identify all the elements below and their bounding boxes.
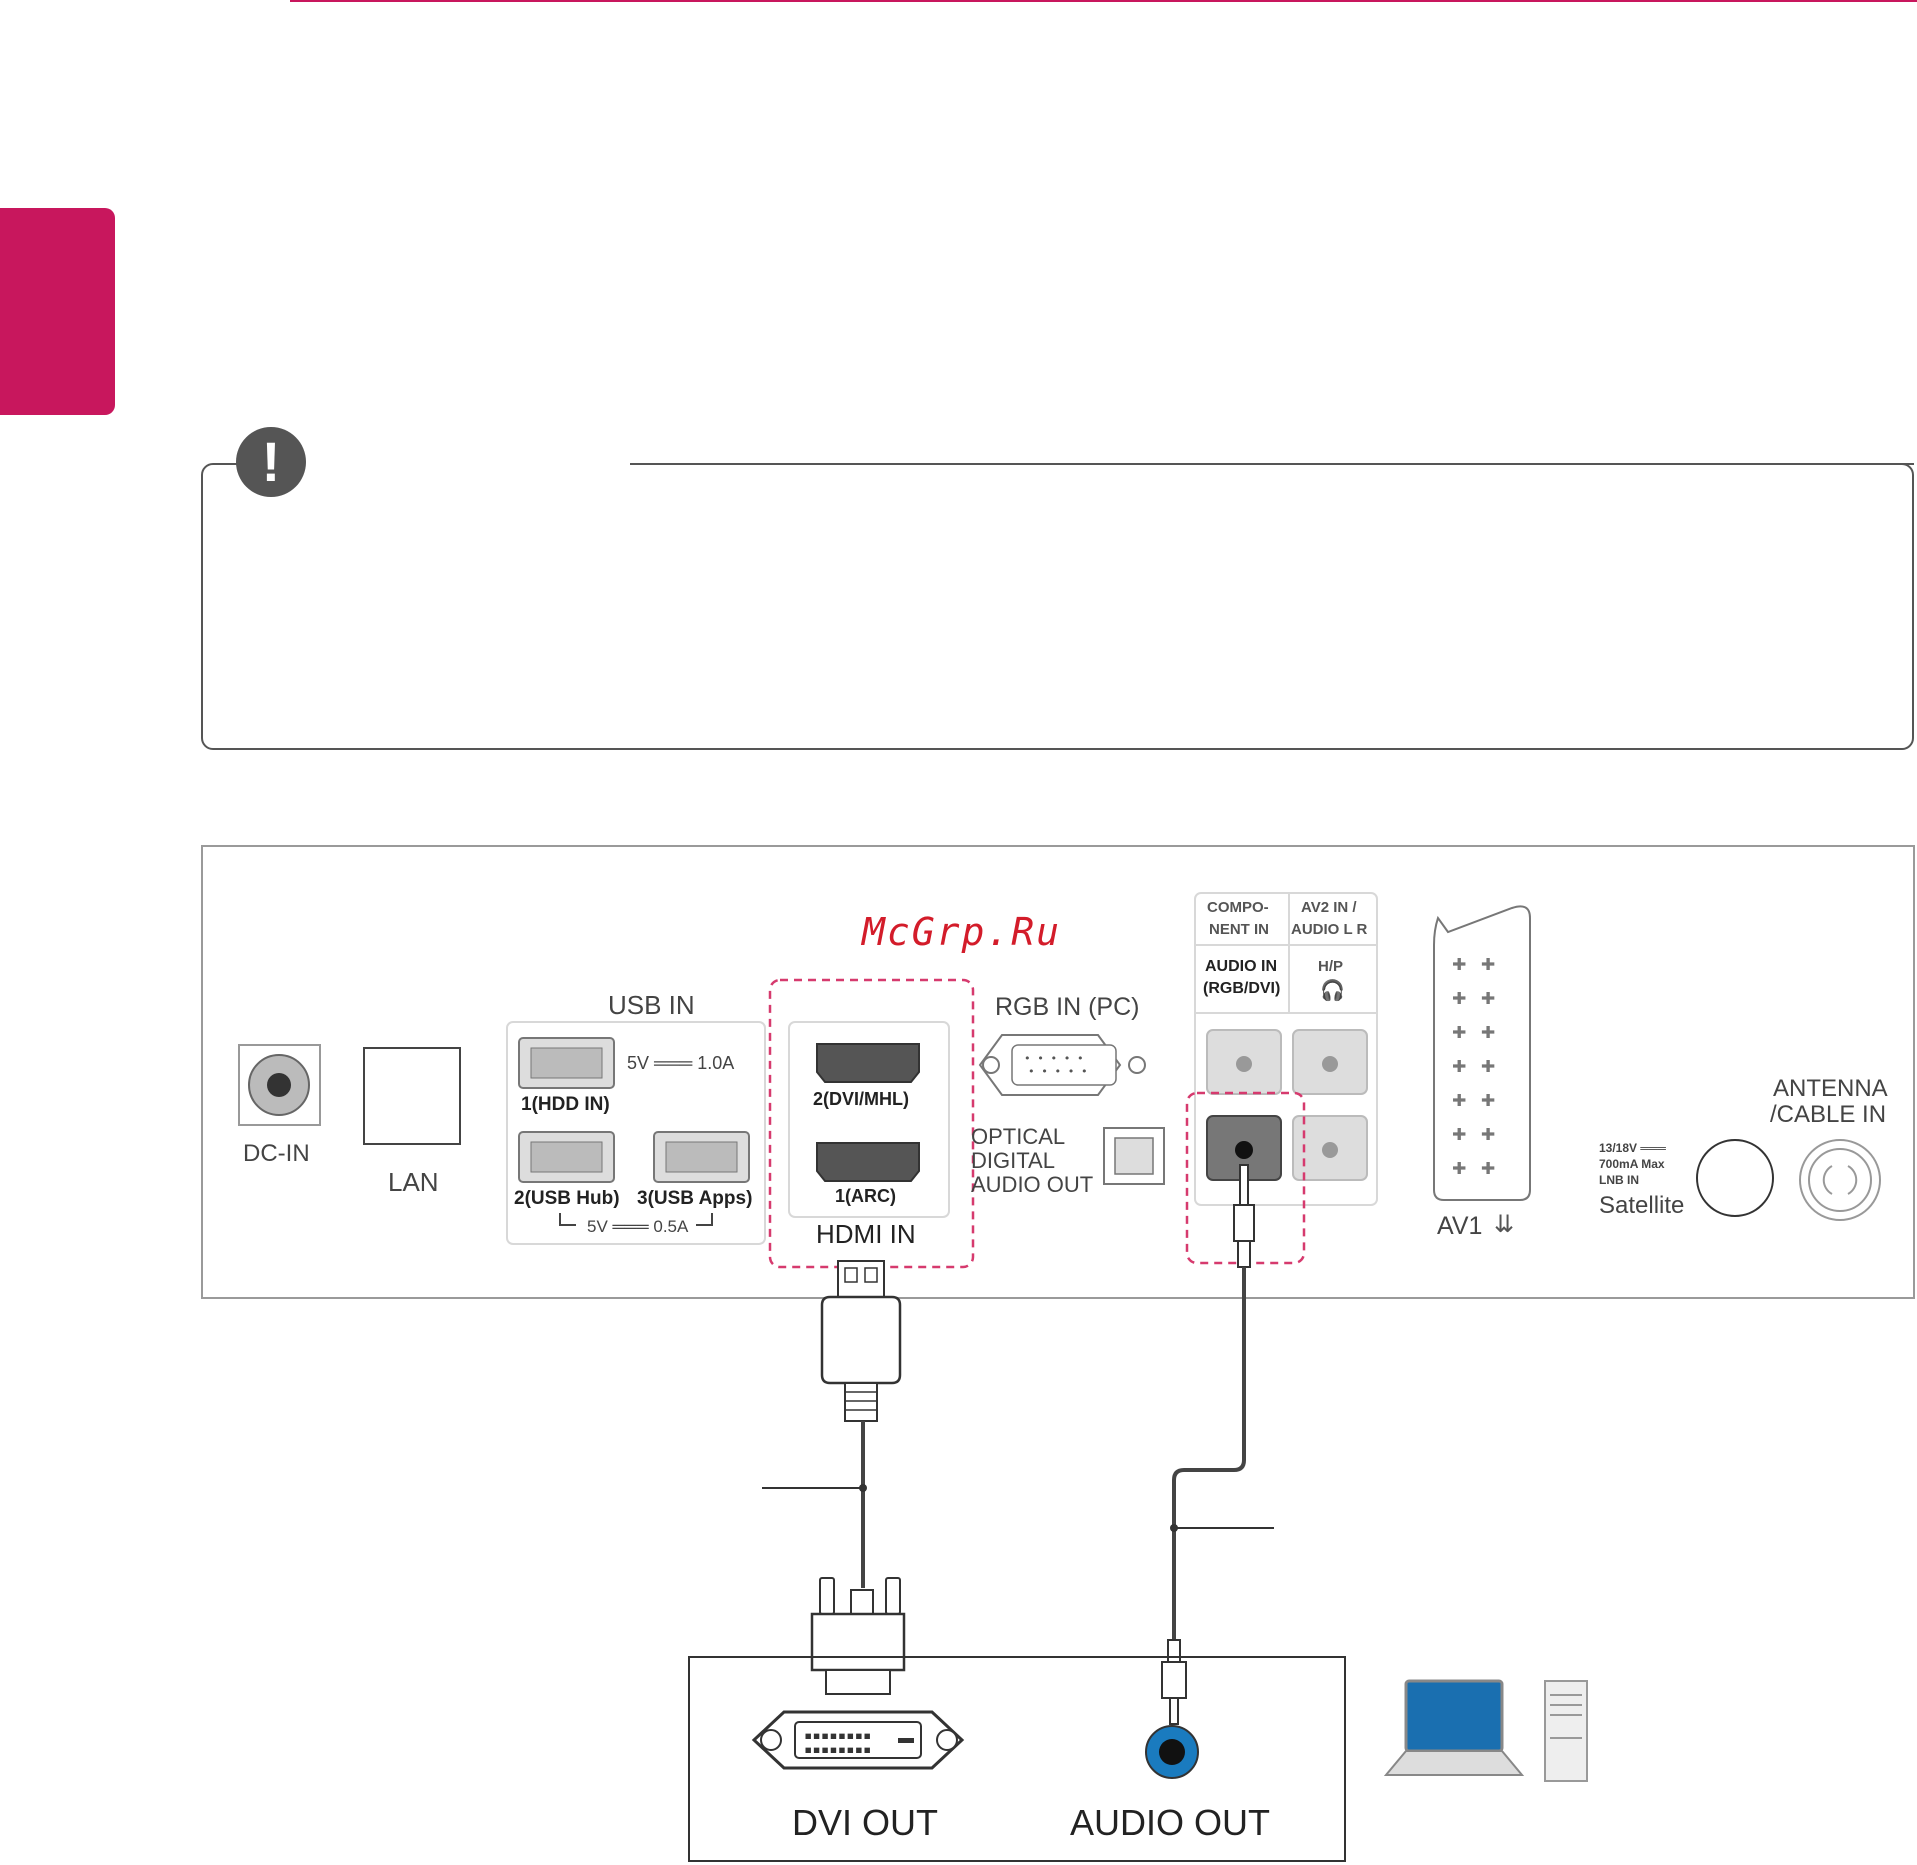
antenna-port <box>1799 1139 1881 1221</box>
usb-1-label: 1(HDD IN) <box>521 1094 610 1115</box>
svg-text:✚ ✚: ✚ ✚ <box>1452 1084 1495 1112</box>
svg-text:✚ ✚: ✚ ✚ <box>1452 982 1495 1010</box>
usb-power-label-2: 5V ═══ 0.5A <box>587 1217 689 1236</box>
dc-in-port <box>238 1044 321 1126</box>
antenna-label-1: ANTENNA <box>1773 1075 1888 1102</box>
scart-port: ✚ ✚ ✚ ✚ ✚ ✚ ✚ ✚ ✚ ✚ ✚ ✚ ✚ ✚ <box>1433 905 1531 1201</box>
av1-label: AV1 <box>1437 1212 1483 1240</box>
av2-label-1: AV2 IN / <box>1301 899 1357 916</box>
svg-text:✚ ✚: ✚ ✚ <box>1452 948 1495 976</box>
audio-in-label-1: AUDIO IN <box>1205 958 1277 975</box>
dvi-out-label: DVI OUT <box>792 1802 939 1843</box>
rgb-in-port: • • • • • • • • • • <box>978 1034 1146 1096</box>
hdmi-in-label: HDMI IN <box>816 1219 916 1249</box>
pc-output-panel <box>688 1656 1346 1862</box>
audio-out-jack <box>1145 1725 1199 1779</box>
hp-label: H/P <box>1318 958 1344 975</box>
hdmi-ports <box>768 978 975 1269</box>
lan-label: LAN <box>388 1167 439 1197</box>
svg-text:▪▪▪▪▪▪▪▪: ▪▪▪▪▪▪▪▪ <box>804 1728 871 1744</box>
hdmi-1-label: 1(ARC) <box>835 1186 896 1206</box>
usb-ports <box>506 1021 766 1245</box>
satellite-port <box>1696 1139 1774 1217</box>
audio-in-label-2: (RGB/DVI) <box>1203 980 1281 997</box>
svg-text:✚ ✚: ✚ ✚ <box>1452 1152 1495 1180</box>
usb-in-label: USB IN <box>608 990 695 1020</box>
lan-port <box>363 1047 461 1145</box>
av2-label-2: AUDIO L R <box>1291 921 1368 938</box>
svg-text:▪▪▪▪▪▪▪▪: ▪▪▪▪▪▪▪▪ <box>804 1742 871 1758</box>
dc-in-label: DC-IN <box>243 1140 310 1167</box>
watermark: McGrp.Ru <box>862 910 1062 954</box>
headphones-icon: 🎧 <box>1320 980 1345 1002</box>
dvi-out-socket: ▪▪▪▪▪▪▪▪ ▪▪▪▪▪▪▪▪ <box>751 1710 965 1770</box>
top-rule <box>290 0 1917 2</box>
usb-power-label: 5V ═══ 1.0A <box>627 1053 735 1073</box>
optical-label-1: OPTICAL <box>971 1124 1066 1149</box>
lnb-label-3: LNB IN <box>1599 1173 1639 1187</box>
antenna-label-2: /CABLE IN <box>1770 1101 1887 1128</box>
scart-symbol-icon: ⇊ <box>1494 1211 1515 1238</box>
component-label-2: NENT IN <box>1209 921 1269 938</box>
component-label-1: COMPO- <box>1207 899 1269 916</box>
warning-icon: ! <box>236 427 306 497</box>
desktop-tower-icon <box>1544 1680 1588 1782</box>
hdmi-2-label: 2(DVI/MHL) <box>813 1089 909 1109</box>
audio-cable <box>1161 1164 1274 1725</box>
satellite-label: Satellite <box>1599 1192 1685 1219</box>
laptop-icon <box>1383 1679 1525 1776</box>
lnb-label-2: 700mA Max <box>1599 1157 1665 1171</box>
audio-out-label: AUDIO OUT <box>1070 1802 1271 1843</box>
av-jack-block <box>1185 892 1378 1265</box>
optical-label-2: DIGITAL <box>971 1148 1055 1173</box>
optical-port <box>1103 1127 1165 1185</box>
hdmi-to-dvi-cable <box>762 1260 906 1695</box>
svg-text:✚ ✚: ✚ ✚ <box>1452 1050 1495 1078</box>
svg-text:✚ ✚: ✚ ✚ <box>1452 1118 1495 1146</box>
svg-text:• • • • •: • • • • • <box>1024 1052 1084 1065</box>
optical-label-3: AUDIO OUT <box>971 1172 1094 1197</box>
tv-rear-panel <box>201 845 1915 1299</box>
rgb-in-label: RGB IN (PC) <box>995 993 1140 1021</box>
chapter-tab <box>0 208 115 415</box>
usb-3-label: 3(USB Apps) <box>637 1188 753 1209</box>
usb-2-label: 2(USB Hub) <box>514 1188 620 1209</box>
svg-text:✚ ✚: ✚ ✚ <box>1452 1016 1495 1044</box>
svg-text:• • • • •: • • • • • <box>1028 1065 1088 1078</box>
lnb-label-1: 13/18V ═══ <box>1599 1141 1666 1155</box>
